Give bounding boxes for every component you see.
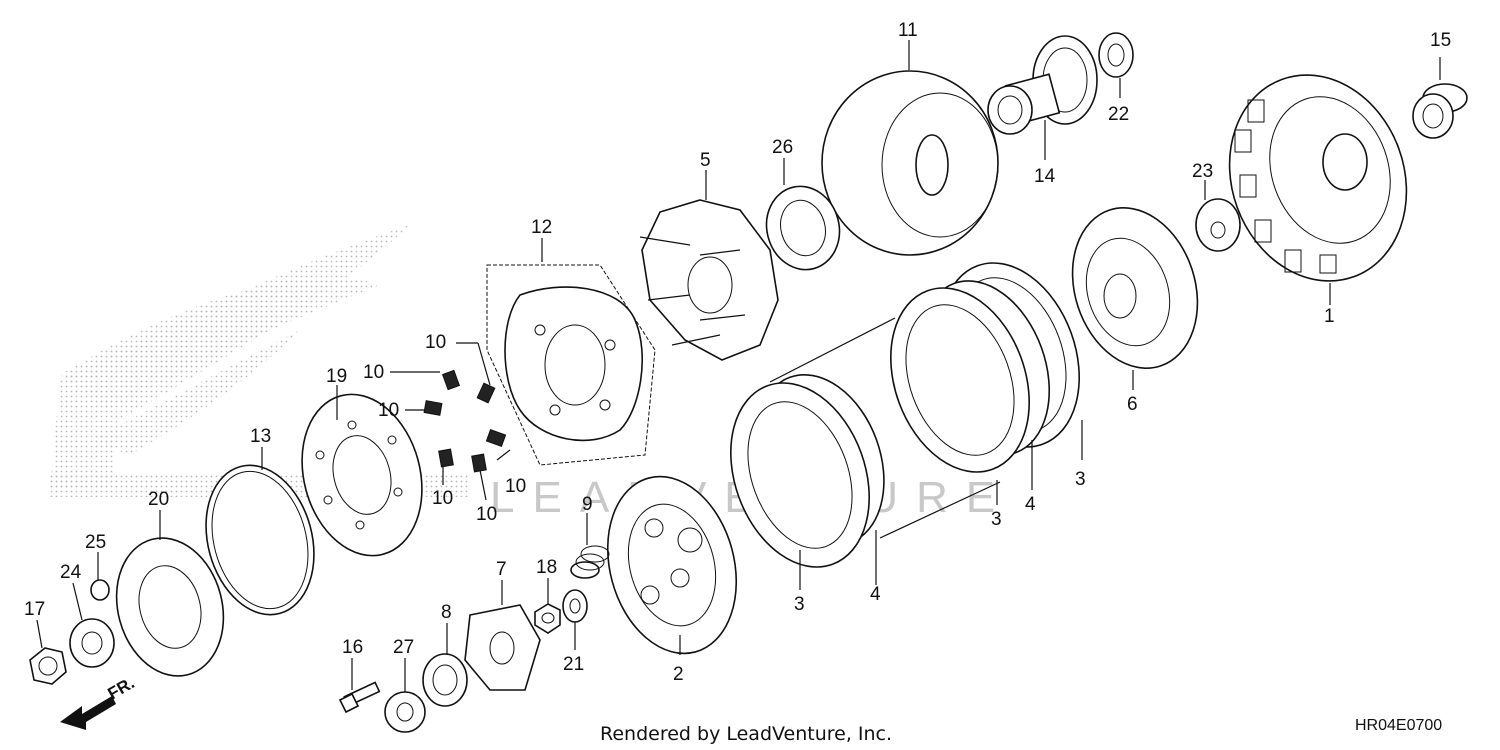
callout-18: 18 xyxy=(536,557,557,578)
callout-10: 10 xyxy=(505,476,526,497)
callout-9: 9 xyxy=(582,494,593,515)
washer xyxy=(69,618,115,668)
callout-15: 15 xyxy=(1430,30,1451,51)
front-direction-arrow: FR. xyxy=(60,673,138,730)
callout-labels: 1 2 3 3 3 3 4 4 5 6 7 8 9 10 10 10 10 10… xyxy=(24,20,1451,685)
callout-22: 22 xyxy=(1108,104,1129,125)
small-bearing xyxy=(384,691,426,733)
callout-24: 24 xyxy=(60,562,82,583)
leader-lines xyxy=(36,40,1441,692)
callout-10: 10 xyxy=(378,400,399,421)
callout-10: 10 xyxy=(425,332,446,353)
callout-3: 3 xyxy=(991,509,1002,530)
small-nut xyxy=(90,579,110,601)
callout-10: 10 xyxy=(363,362,384,383)
callout-5: 5 xyxy=(700,150,711,171)
callout-13: 13 xyxy=(250,426,271,447)
render-credit: Rendered by LeadVenture, Inc. xyxy=(600,723,892,745)
callout-4: 4 xyxy=(1025,494,1036,515)
bearing xyxy=(422,653,468,707)
clutch-cover-plate xyxy=(301,393,423,557)
flange-bolt xyxy=(338,681,381,714)
callout-10: 10 xyxy=(432,488,453,509)
primary-drive-gear xyxy=(987,35,1098,135)
flange-nut xyxy=(534,603,561,634)
diagram-code: HR04E0700 xyxy=(1355,717,1442,734)
driven-gear xyxy=(606,475,738,655)
callout-25: 25 xyxy=(85,532,106,553)
retainer-plate xyxy=(464,604,541,691)
callout-8: 8 xyxy=(441,602,452,623)
callout-16: 16 xyxy=(342,637,363,658)
callout-27: 27 xyxy=(393,637,414,658)
bush xyxy=(1412,83,1468,139)
weight-springs xyxy=(423,369,507,473)
callout-26: 26 xyxy=(772,137,793,158)
lock-washer xyxy=(1195,198,1241,252)
drive-plate xyxy=(639,199,779,361)
one-way-clutch xyxy=(765,185,841,271)
coil-spring xyxy=(570,545,610,579)
arrow-icon xyxy=(60,696,116,730)
callout-10: 10 xyxy=(476,504,497,525)
callout-2: 2 xyxy=(673,664,684,685)
callout-1: 1 xyxy=(1324,306,1335,327)
lock-plate xyxy=(115,537,225,677)
callout-19: 19 xyxy=(326,366,347,387)
clutch-drum xyxy=(821,70,999,256)
spring-washer xyxy=(562,589,588,623)
callout-17: 17 xyxy=(24,599,45,620)
callout-4: 4 xyxy=(870,584,881,605)
o-ring xyxy=(205,464,315,616)
callout-12: 12 xyxy=(531,217,552,238)
clutch-center xyxy=(1071,207,1199,369)
callout-7: 7 xyxy=(496,559,507,580)
callout-3: 3 xyxy=(1075,469,1086,490)
callout-3: 3 xyxy=(794,594,805,615)
callout-6: 6 xyxy=(1127,394,1138,415)
clutch-outer-housing xyxy=(1228,74,1408,282)
callout-11: 11 xyxy=(898,20,918,41)
clutch-disc-plate-stack xyxy=(730,262,1080,568)
callout-23: 23 xyxy=(1192,161,1213,182)
callout-21: 21 xyxy=(563,654,584,675)
callout-20: 20 xyxy=(148,489,169,510)
lock-nut xyxy=(29,647,67,685)
callout-14: 14 xyxy=(1034,166,1056,187)
thrust-washer xyxy=(1098,32,1134,78)
clutch-weight-set xyxy=(486,264,656,466)
